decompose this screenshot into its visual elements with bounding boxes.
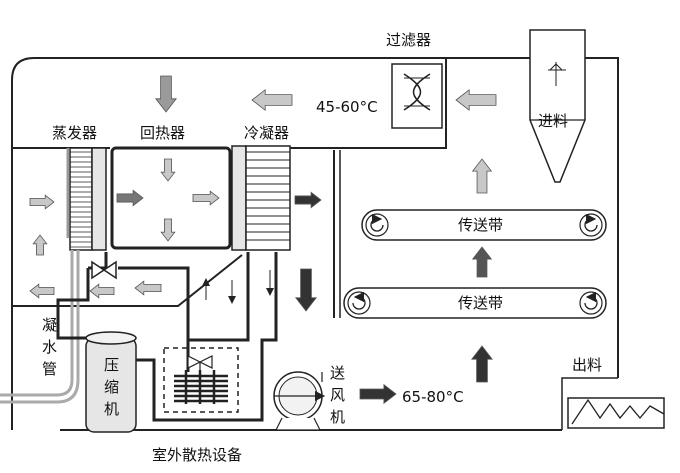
- conveyor-belt-upper: [361, 209, 607, 241]
- evaporator: [69, 147, 107, 251]
- temp-low-label: 65-80°C: [402, 388, 464, 406]
- fan-icon: [187, 355, 213, 372]
- airflow-arrow: [29, 194, 55, 210]
- condenser-label: 冷凝器: [244, 124, 289, 142]
- airflow-arrow: [160, 218, 176, 242]
- rotation-icon: [584, 291, 598, 310]
- blower-label-2: 风: [330, 386, 345, 404]
- drain-pipe-label-2: 水: [42, 338, 57, 356]
- rotation-icon: [370, 213, 384, 232]
- regenerator-label: 回热器: [140, 124, 185, 142]
- temp-high-label: 45-60°C: [316, 98, 378, 116]
- belt-upper-label: 传送带: [458, 216, 503, 234]
- drain-pipe: [0, 250, 74, 397]
- outdoor-heat-dissipation-unit: [163, 347, 239, 413]
- compressor-label-3: 机: [104, 400, 119, 418]
- valve-icon: [91, 260, 117, 280]
- airflow-arrow: [154, 75, 178, 113]
- filter-label: 过滤器: [386, 31, 431, 49]
- drain-pipe-outer: [0, 250, 80, 404]
- enclosure-right: [585, 57, 619, 378]
- feed-hopper: [529, 29, 586, 183]
- drain-pipe-label-3: 管: [42, 360, 57, 378]
- airflow-arrow: [471, 158, 493, 194]
- filter: [391, 63, 443, 129]
- airflow-arrow: [251, 88, 293, 112]
- airflow-arrow: [29, 283, 55, 299]
- rotation-icon: [584, 213, 598, 232]
- discharge-label: 出料: [572, 356, 602, 374]
- dryer-enclosure: [11, 57, 530, 430]
- compressor-label-2: 缩: [104, 378, 119, 396]
- airflow-arrow: [134, 280, 162, 296]
- airflow-arrow: [89, 283, 115, 299]
- blower-label-1: 送: [330, 364, 345, 382]
- evaporator-label: 蒸发器: [52, 124, 97, 142]
- discharge-outlet: [561, 377, 665, 430]
- airflow-arrow: [470, 345, 494, 383]
- airflow-arrow: [32, 234, 48, 256]
- conveyor-belt-lower: [343, 287, 607, 319]
- belt-lower-label: 传送带: [458, 294, 503, 312]
- airflow-arrow: [359, 383, 397, 405]
- condenser: [231, 145, 291, 251]
- rotation-icon: [352, 291, 366, 310]
- airflow-arrow: [192, 190, 220, 206]
- compressor: [85, 331, 137, 433]
- compressor-label-1: 压: [104, 356, 119, 374]
- airflow-arrow: [294, 268, 318, 312]
- airflow-arrow: [160, 158, 176, 182]
- airflow-arrow: [116, 189, 144, 207]
- regenerator: [110, 146, 232, 250]
- filter-icon: [403, 73, 431, 111]
- airflow-arrow: [455, 88, 497, 112]
- blower: [273, 371, 326, 431]
- refrigerant-piping: [56, 252, 278, 422]
- drain-pipe-label-1: 凝: [42, 316, 57, 334]
- feed-arrow-icon: [548, 62, 566, 86]
- airflow-arrow: [471, 246, 493, 278]
- feed-label: 进料: [538, 112, 568, 130]
- blower-label-3: 机: [330, 408, 345, 426]
- evaporator-chamber-floor: [12, 254, 243, 307]
- outdoor-unit-label: 室外散热设备: [152, 446, 242, 464]
- airflow-arrow: [294, 191, 322, 209]
